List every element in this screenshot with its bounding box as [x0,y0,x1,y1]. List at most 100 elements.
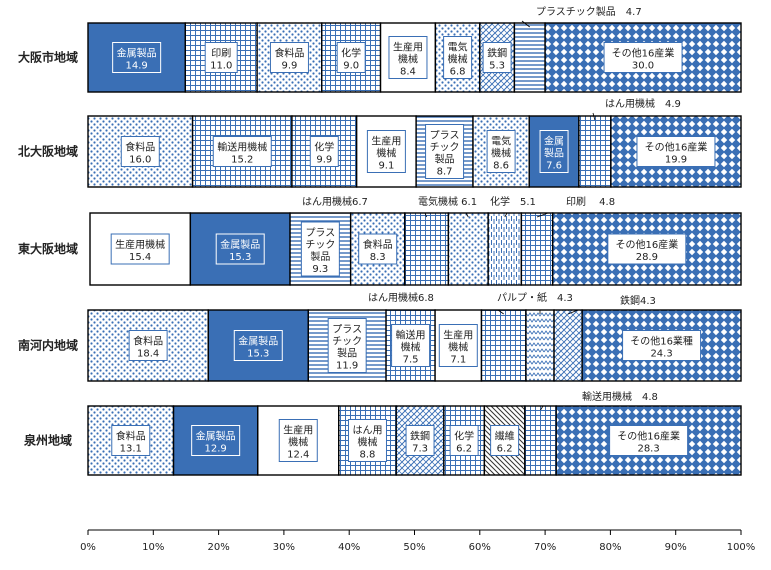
segment-name-label: プラス [332,324,362,336]
x-tick-label: 100% [727,542,756,553]
segment-name-label: その他16産業 [617,430,680,443]
segment-value-label: 11.0 [210,61,232,72]
segment-value-label: 7.1 [450,355,466,366]
bar-segment-r4-s6 [480,309,527,382]
segment-label-box [438,324,478,367]
segment-name-label: 化学 [341,47,361,60]
segment-label-box [110,233,170,265]
segment-value-label: 24.3 [650,349,672,360]
segment-value-label: 18.4 [137,349,159,360]
x-tick-label: 50% [403,542,425,553]
segment-name-label: 金属 [544,135,564,148]
segment-name-label: 食料品 [116,430,146,443]
callout-label: 電気機械 6.1 [418,195,477,208]
segment-label-box [609,425,689,456]
segment-value-label: 7.3 [412,444,428,455]
row-label-2: 北大阪地域 [18,144,78,159]
segment-value-label: 13.1 [120,444,142,455]
segment-value-label: 16.0 [129,155,151,166]
segment-name-label: 製品 [337,347,357,360]
segment-name-label: 製品 [435,153,455,166]
bar-segment-r1-s9 [544,22,742,93]
segment-value-label: 7.5 [403,355,419,366]
segment-value-label: 8.6 [493,161,509,172]
segment-name-label: 生産用 [393,41,423,54]
segment-label-box [128,330,168,361]
callout-leader-line [521,20,530,28]
segment-label-box [269,42,309,73]
segment-value-label: 5.3 [489,61,505,72]
bar-segment-r5-s8 [524,405,557,476]
segment-name-label: 食料品 [125,141,155,154]
x-tick-label: 70% [534,542,556,553]
segment-name-label: プラス [305,227,335,239]
segment-name-label: 印刷 [211,48,231,60]
x-tick-label: 60% [469,542,491,553]
segment-name-label: 生産用 [371,135,401,148]
segment-name-label: 金属製品 [238,335,278,348]
bar-segment-r3-s5 [404,212,450,286]
segment-label-box [482,42,512,73]
segment-label-box [607,233,687,265]
segment-name-label: チック [430,142,460,154]
bar-segment-r3-s6 [447,212,489,286]
segment-value-label: 14.9 [126,61,148,72]
segment-label-box [204,42,238,73]
segment-name-label: 輸送用 [396,329,426,342]
segment-value-label: 15.2 [231,155,253,166]
row-label-1: 大阪市地域 [18,50,78,65]
callout-label: はん用機械 4.9 [605,97,681,110]
segment-value-label: 8.7 [437,167,453,178]
callout-label: 輸送用機械 4.8 [582,390,658,403]
segment-label-box [347,419,387,462]
segment-value-label: 8.4 [400,67,416,78]
segment-name-label: 機械 [357,436,377,449]
segment-value-label: 7.6 [546,161,562,172]
segment-value-label: 9.3 [312,264,328,275]
callout-leader-line [465,212,469,218]
segment-label-box [309,136,339,167]
segment-value-label: 28.3 [637,444,659,455]
segment-name-label: チック [332,336,362,348]
segment-value-label: 30.0 [632,61,654,72]
segment-name-label: 機械 [491,147,511,160]
row-label-4: 南河内地域 [18,338,78,353]
segment-value-label: 12.4 [287,450,309,461]
segment-name-label: 食料品 [363,238,393,251]
segment-name-label: 食料品 [274,47,304,60]
segment-value-label: 8.8 [360,450,376,461]
segment-label-box [490,425,520,456]
x-tick-label: 80% [599,542,621,553]
segment-label-box [212,136,272,167]
segment-name-label: 金属製品 [117,47,157,60]
segment-label-box [112,42,162,73]
segment-label-box [358,233,398,265]
segment-value-label: 15.3 [247,349,269,360]
segment-name-label: 製品 [310,250,330,263]
callout-label: はん用機械6.7 [302,195,368,208]
segment-name-label: 食料品 [133,335,163,348]
segment-value-label: 11.9 [336,361,358,372]
segment-name-label: 輸送用機械 [217,141,267,154]
segment-name-label: はん用 [352,425,382,437]
x-tick-label: 90% [665,542,687,553]
segment-label-box [366,130,406,173]
segment-name-label: 繊維 [495,430,515,443]
segment-name-label: 鉄鋼 [487,47,507,60]
segment-name-label: 生産用 [283,424,313,437]
bars: 金属製品14.9印刷11.0食料品9.9化学9.0生産用機械8.4電気機械6.8… [87,22,742,476]
segment-label-box [120,136,160,167]
segment-value-label: 12.9 [205,444,227,455]
callout-label: 化学 5.1 [490,195,536,208]
bar-segment-r1-s2 [184,22,258,93]
segment-name-label: 機械 [398,53,418,66]
callout-leader-line [592,112,596,121]
segment-name-label: 製品 [544,147,564,160]
segment-label-box [300,221,340,277]
segment-label-box [622,330,702,361]
segment-label-box [327,318,367,373]
segment-name-label: その他16産業 [645,141,708,154]
row-label-3: 東大阪地域 [18,241,78,256]
segment-name-label: 機械 [376,147,396,160]
segment-label-box [636,136,716,167]
